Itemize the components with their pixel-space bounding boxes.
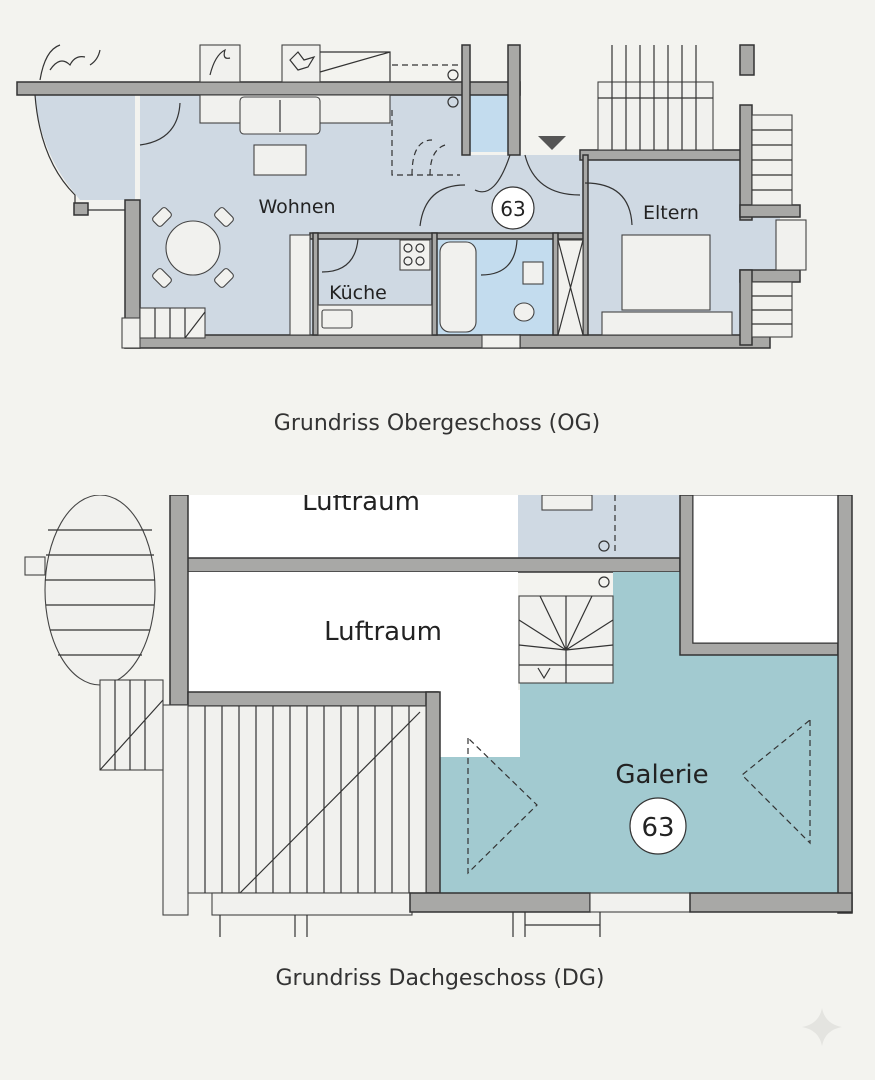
skylight [541,494,593,511]
plant-icon [39,44,101,81]
balcony-area [35,95,135,200]
wall [187,691,439,707]
room-label-luftraum: Luftraum [324,617,442,647]
wall [309,232,586,240]
terrace-furniture [199,44,241,83]
column [73,202,89,216]
outside-stair [187,705,427,916]
wall-post [162,704,189,916]
top-clip [0,470,875,495]
stair-hint [411,139,446,176]
wall [582,154,589,336]
terrace-ramp [319,51,391,82]
room-luftraum [188,572,518,692]
wall [689,892,853,913]
sparkle-icon [802,1008,842,1046]
wall [184,557,681,573]
dining-table [165,220,221,276]
balcony-railing [34,94,125,211]
wall [312,232,319,336]
stove [399,239,431,271]
room-wc [470,92,508,152]
wall [425,691,441,894]
wall [552,232,559,336]
plant-icon [209,48,231,76]
wall [579,149,744,161]
bed [621,234,711,311]
wardrobe-cross [557,239,584,336]
room-upper-right [692,494,839,644]
stove-burners-icon [403,243,425,266]
bathtub [439,241,477,333]
door-swing [419,154,633,227]
toilet [513,302,535,322]
room-luftraum-lower [440,690,520,757]
room-label-kueche: Küche [329,282,387,304]
nightstand-bench [601,311,733,336]
wall [837,494,853,914]
shaft-icon [447,96,459,108]
shaft-icon [598,540,610,552]
stairwell [121,45,807,349]
room-galerie [440,572,838,893]
shaft-icon [598,576,610,588]
wall [16,81,521,96]
skylight-outline [741,718,811,845]
wall [461,44,471,156]
caption-dg: Grundriss Dachgeschoss (DG) [275,966,604,991]
wall [507,44,521,156]
room-label-eltern: Eltern [643,202,699,224]
unit-number-badge [629,797,687,855]
caption-og: Grundriss Obergeschoss (OG) [274,411,600,436]
coffee-table [253,144,307,176]
unit-number: 63 [641,813,674,843]
railing [219,912,601,937]
wall [739,44,755,76]
room-label-wohnen: Wohnen [258,196,335,218]
terrace-furniture [281,44,321,83]
wall [409,892,591,913]
dining-chairs [152,207,234,288]
room-label-galerie: Galerie [615,760,708,790]
star-plant-icon [289,51,316,71]
staircase [518,595,614,684]
washbasin [522,261,544,285]
window [481,334,521,349]
shaft-icon [447,69,459,81]
skylight-outline [467,736,538,875]
room-luftraum-top [188,495,518,558]
wall [739,104,753,221]
door-swing [480,239,518,276]
unit-number: 63 [500,197,525,221]
wall [169,494,189,706]
spiral-stair [24,494,164,771]
window [589,892,691,913]
wall [739,204,801,218]
cabinet [289,234,311,336]
unit-number-badge [491,186,535,230]
door-swing [321,238,359,273]
wall [519,334,771,349]
door-swing [139,102,181,146]
wall [739,269,753,346]
floor-plan-og: Wohnen Küche Eltern 63 Grundriss Oberges… [16,44,807,436]
upper-outline [391,64,460,176]
wall [431,232,438,336]
floor-plan-dg: Luftraum Luftraum Galerie 63 Grundriss D… [0,470,875,991]
entrance-arrow-icon [538,136,566,150]
sink-icon [321,309,353,329]
room-eltern-niche [740,215,780,270]
